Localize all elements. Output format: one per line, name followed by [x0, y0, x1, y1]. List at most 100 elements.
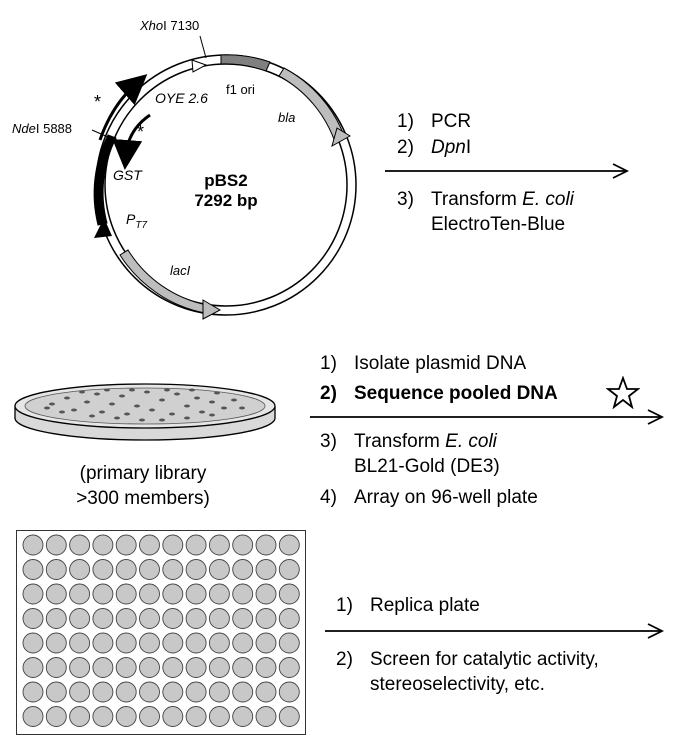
well [162, 608, 184, 629]
t7-promoter-arrow-icon [94, 218, 112, 238]
laci-label: lacI [170, 263, 191, 278]
well [278, 632, 300, 654]
well [162, 534, 184, 556]
well [162, 559, 184, 580]
well [208, 681, 230, 703]
well [115, 657, 137, 678]
well [162, 706, 184, 727]
well [22, 681, 44, 703]
well [208, 608, 230, 629]
well [69, 583, 91, 605]
step-3-transform-electroten: 3)Transform E. coli [397, 188, 574, 212]
step-number: 2) [320, 383, 337, 404]
well [92, 534, 114, 556]
step-isolate-plasmid: 1)Isolate plasmid DNA [320, 352, 526, 376]
well [255, 706, 277, 727]
well [139, 559, 160, 580]
xhoi-label: XhoI 7130 [139, 18, 199, 33]
well [22, 632, 44, 654]
well [69, 657, 91, 678]
step-text: Transform [431, 189, 523, 210]
plasmid-size: 7292 bp [194, 191, 257, 210]
well [232, 706, 254, 727]
well [232, 632, 254, 654]
well [185, 608, 207, 629]
well [162, 632, 184, 654]
step-2-dpni: 2)DpnI [397, 136, 471, 160]
well [115, 681, 137, 703]
primer-mark-2: * [137, 122, 144, 142]
step-number: 3) [397, 189, 414, 210]
well [162, 681, 184, 703]
step-sequence-pooled: 2)Sequence pooled DNA [320, 382, 558, 406]
primer-reverse-arrow-icon [112, 113, 151, 170]
well [22, 608, 44, 629]
well [69, 534, 91, 556]
step-text: Replica plate [370, 595, 480, 616]
well [255, 632, 277, 654]
well [185, 706, 207, 727]
well [22, 559, 44, 580]
well [208, 706, 230, 727]
well [22, 534, 44, 556]
promoter-label: PT7 [126, 211, 147, 231]
bla-segment [278, 67, 346, 143]
well [69, 559, 91, 580]
step-text-rest: I [465, 137, 472, 158]
oye-label: OYE 2.6 [155, 90, 208, 106]
well [45, 583, 67, 605]
well [45, 681, 67, 703]
bla-arrow-icon [331, 127, 351, 148]
step-number: 2) [397, 137, 414, 158]
well [232, 559, 254, 580]
step-number: 2) [336, 649, 353, 670]
ndei-label: NdeI 5888 [12, 121, 72, 136]
gst-label: GST [113, 167, 143, 183]
well [185, 534, 207, 556]
star-icon [606, 376, 640, 410]
well [255, 681, 277, 703]
well [45, 632, 67, 654]
well [92, 632, 114, 654]
step-screen-activity: 2) Screen for catalytic activity, [336, 648, 599, 672]
well [139, 706, 160, 727]
step-3-line-2: ElectroTen-Blue [431, 214, 566, 235]
well [139, 657, 160, 678]
well-grid [22, 534, 300, 727]
well [115, 583, 137, 605]
well [208, 583, 230, 605]
primer-mark-1: * [94, 92, 101, 112]
well [69, 706, 91, 727]
well [22, 706, 44, 727]
well [185, 583, 207, 605]
well [255, 608, 277, 629]
well [139, 608, 160, 629]
well [45, 706, 67, 727]
well [232, 681, 254, 703]
step-number: 1) [397, 111, 414, 132]
well [92, 583, 114, 605]
well [278, 657, 300, 678]
step-number: 1) [336, 595, 353, 616]
well-plate [16, 530, 306, 735]
step-array-plate: 4)Array on 96-well plate [320, 486, 538, 510]
well [185, 657, 207, 678]
well [22, 583, 44, 605]
step-1-pcr: 1)PCR [397, 110, 471, 134]
well [208, 657, 230, 678]
well [162, 583, 184, 605]
library-caption-line-1: (primary library [79, 463, 207, 484]
step-transform-bl21: 3)Transform E. coli [320, 430, 497, 454]
well [185, 632, 207, 654]
well [278, 681, 300, 703]
arrow-group-1 [385, 163, 630, 179]
f1-ori-segment [220, 54, 271, 72]
well [115, 559, 137, 580]
well [255, 657, 277, 678]
plasmid-name: pBS2 [204, 171, 247, 190]
well [69, 681, 91, 703]
step-text: Screen for catalytic activity, [370, 649, 599, 670]
well [185, 681, 207, 703]
step-replica-plate: 1) Replica plate [336, 594, 480, 618]
arrow-group-2 [310, 409, 665, 425]
